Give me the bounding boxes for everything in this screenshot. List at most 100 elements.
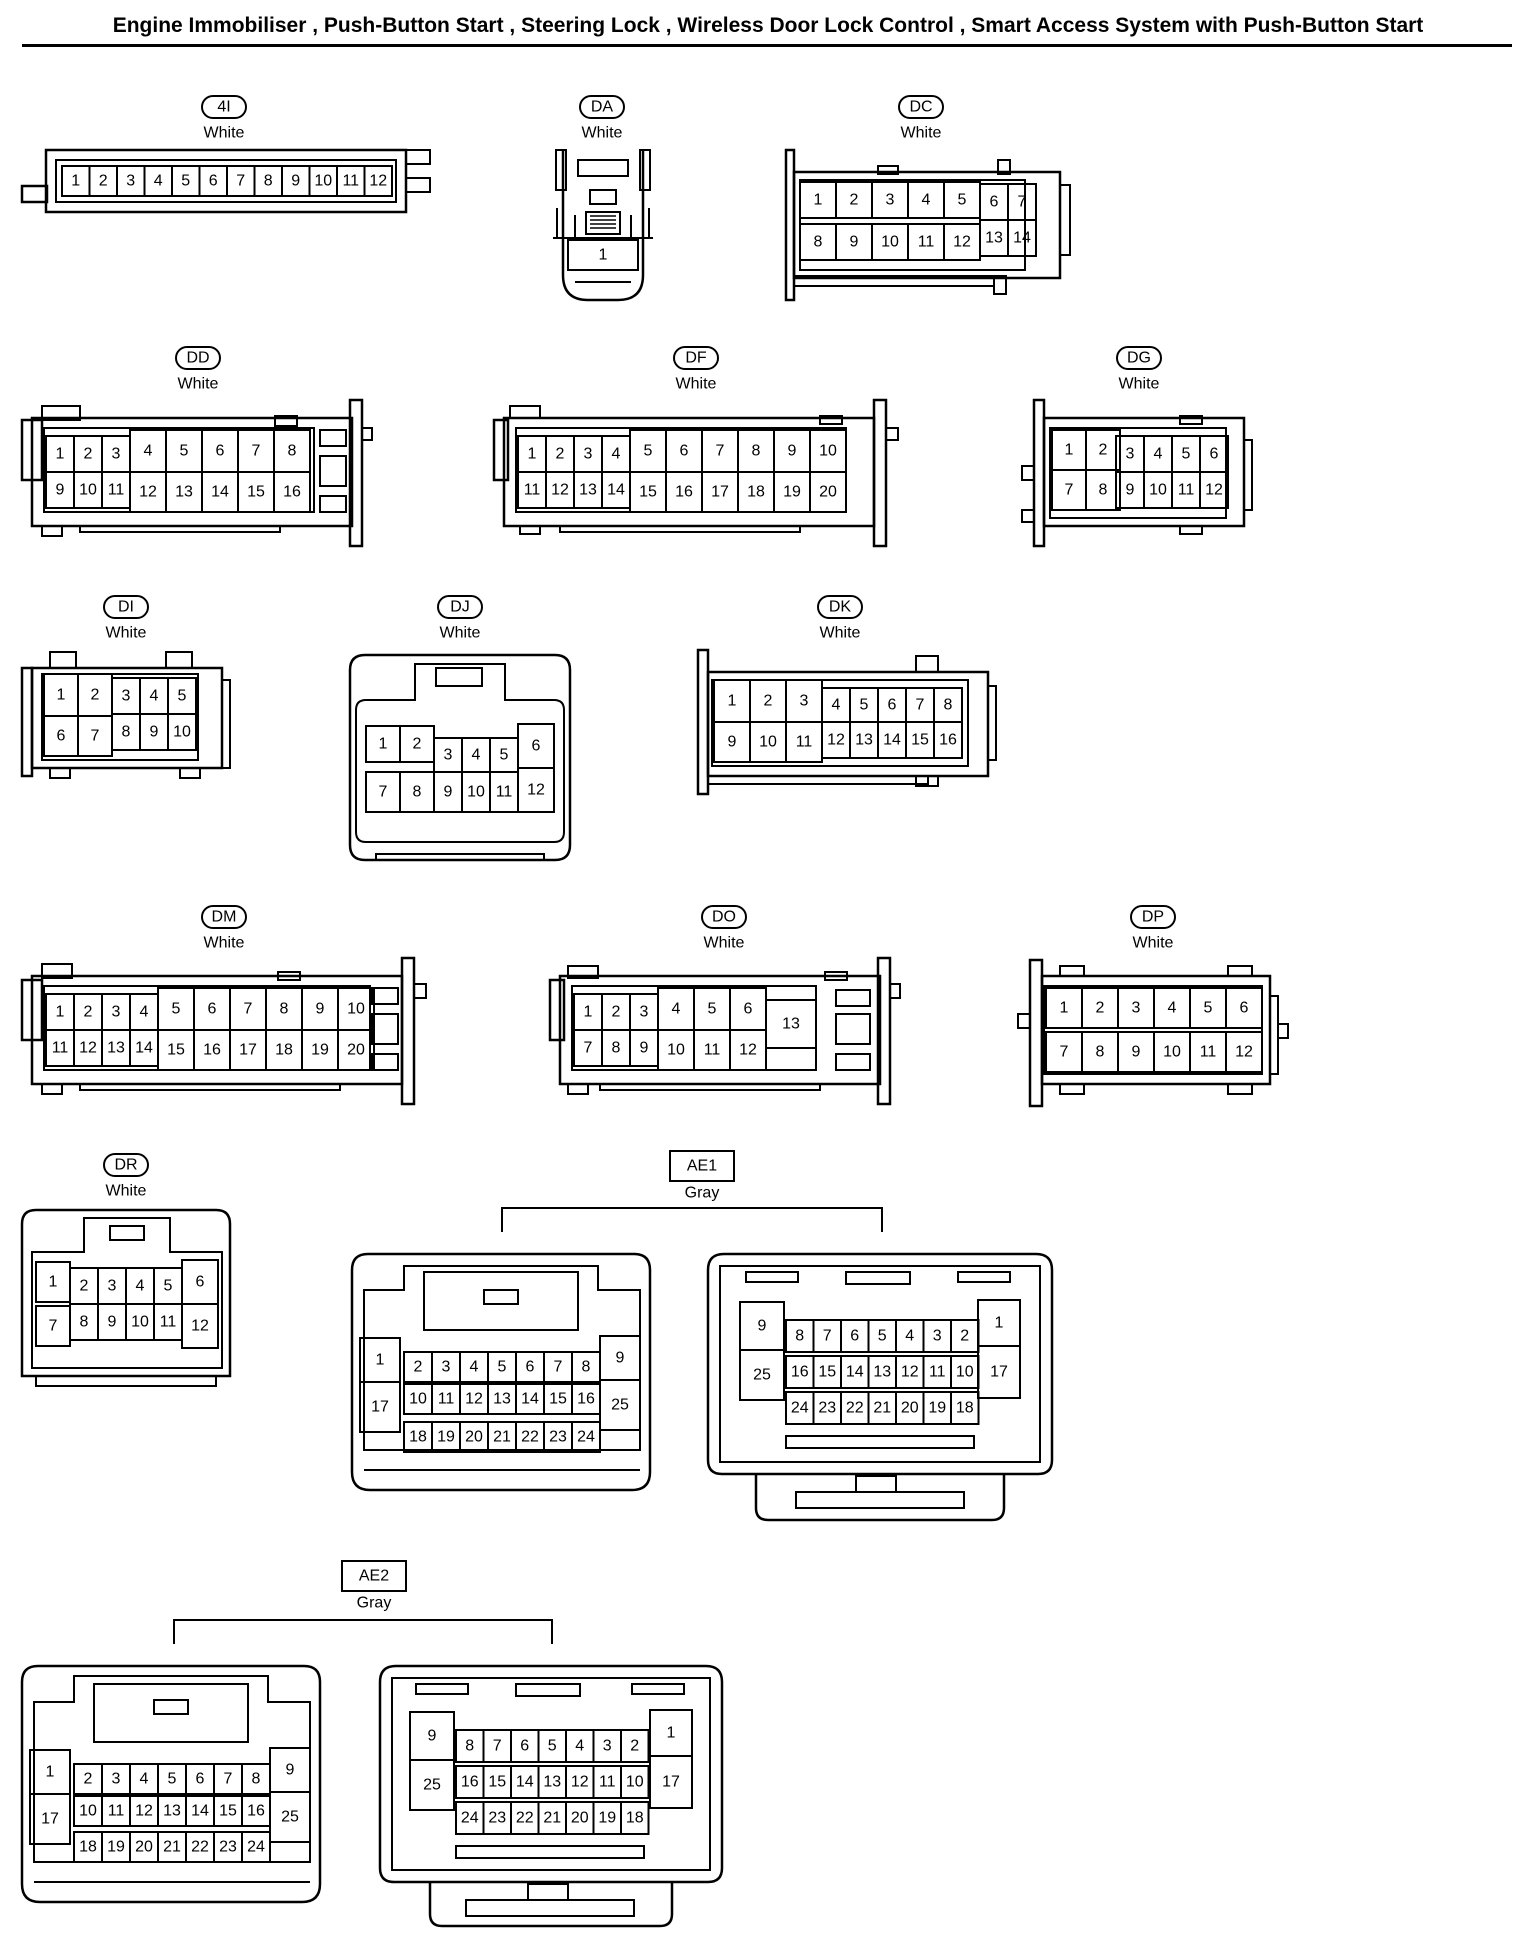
pin-number: 3: [112, 1771, 121, 1788]
connector-id-badge: [201, 95, 247, 119]
connector-id-badge: [437, 595, 483, 619]
pin-number: 7: [224, 1771, 233, 1788]
connector-color: White: [676, 376, 717, 393]
pin-number: 10: [79, 482, 97, 499]
connector-color: White: [178, 376, 219, 393]
pin-number: 4: [140, 1771, 149, 1788]
pin-number: 3: [126, 173, 135, 190]
pin-number: 2: [80, 1278, 89, 1295]
pin-number: 6: [744, 1001, 753, 1018]
pin-number: 2: [630, 1738, 639, 1755]
pin-number: 5: [860, 697, 869, 714]
pin-number: 9: [444, 784, 453, 801]
pin-number: 7: [823, 1328, 832, 1345]
pin-number: 22: [191, 1839, 209, 1856]
pin-number: 12: [191, 1318, 209, 1335]
pin-number: 1: [56, 446, 65, 463]
pin-number: 10: [131, 1314, 149, 1331]
pin-number: 6: [216, 443, 225, 460]
pin-number: 11: [160, 1314, 177, 1331]
connector-id: DA: [591, 99, 614, 116]
pin-number: 23: [818, 1400, 836, 1417]
pin-number: 6: [888, 697, 897, 714]
pin-number: 10: [667, 1042, 685, 1059]
pin-number: 5: [878, 1328, 887, 1345]
pin-number: 1: [71, 173, 80, 190]
pin-number: 11: [599, 1774, 616, 1791]
pin-number: 21: [543, 1810, 561, 1827]
pin-number: 9: [150, 724, 159, 741]
pin-number: 2: [764, 693, 773, 710]
pin-number: 6: [526, 1359, 535, 1376]
pin-number: 5: [168, 1771, 177, 1788]
connector-id: DD: [186, 350, 209, 367]
pin-number: 19: [598, 1810, 616, 1827]
connector-id-badge: [1130, 905, 1176, 929]
pin-number: 14: [521, 1391, 539, 1408]
pin-number: 22: [846, 1400, 864, 1417]
pin-number: 3: [1126, 446, 1135, 463]
pin-number: 9: [291, 173, 300, 190]
connector-color: White: [1119, 376, 1160, 393]
pin-number: 3: [886, 192, 895, 209]
pin-number: 18: [275, 1042, 293, 1059]
pin-number: 11: [52, 1040, 69, 1057]
connector-id-badge: [673, 346, 719, 370]
pin-number: 12: [827, 732, 845, 749]
connector-id: AE2: [359, 1568, 389, 1585]
pin-number: 9: [728, 734, 737, 751]
pin-number: 12: [901, 1364, 919, 1381]
pin-number: 6: [196, 1274, 205, 1291]
pin-number: 18: [956, 1400, 974, 1417]
pin-number: 8: [280, 1001, 289, 1018]
pin-number: 4: [136, 1278, 145, 1295]
pin-number: 3: [933, 1328, 942, 1345]
pin-number: 16: [461, 1774, 479, 1791]
page-title: Engine Immobiliser , Push-Button Start ,…: [112, 14, 1424, 37]
pin-number: 2: [414, 1359, 423, 1376]
pin-number: 4: [150, 688, 159, 705]
pin-number: 15: [488, 1774, 506, 1791]
pin-number: 6: [209, 173, 218, 190]
pin-number: 9: [758, 1318, 767, 1335]
connector-color: White: [204, 125, 245, 142]
pin-number: 3: [122, 688, 131, 705]
connector-id-badge: [701, 905, 747, 929]
connector-id-badge: [103, 1153, 149, 1177]
pin-number: 2: [1096, 1000, 1105, 1017]
pin-number: 1: [584, 1004, 593, 1021]
connector-id-badge: [1116, 346, 1162, 370]
pin-number: 8: [752, 443, 761, 460]
connector-id: DK: [829, 599, 852, 616]
connector-DA: DA White 1: [553, 95, 653, 302]
connector-id: DJ: [450, 599, 470, 616]
pin-number: 7: [1065, 482, 1074, 499]
connector-color: White: [582, 125, 623, 142]
pin-number: 7: [716, 443, 725, 460]
pin-number: 5: [181, 173, 190, 190]
pin-number: 5: [178, 688, 187, 705]
pin-number: 5: [164, 1278, 173, 1295]
pin-number: 6: [990, 194, 999, 211]
pin-number: 1: [667, 1725, 676, 1742]
pin-number: 19: [783, 484, 801, 501]
pin-number: 6: [208, 1001, 217, 1018]
pin-number: 17: [41, 1811, 59, 1828]
connector-id-badge: [103, 595, 149, 619]
pin-number: 17: [239, 1042, 257, 1059]
pin-number: 19: [311, 1042, 329, 1059]
connector-color: White: [704, 935, 745, 952]
pin-number: 1: [599, 247, 608, 264]
connector-color: Gray: [357, 1595, 392, 1612]
pin-number: 9: [788, 443, 797, 460]
pin-number: 14: [135, 1040, 153, 1057]
pin-number: 4: [672, 1001, 681, 1018]
pin-number: 11: [342, 173, 359, 190]
pin-number: 11: [108, 482, 125, 499]
